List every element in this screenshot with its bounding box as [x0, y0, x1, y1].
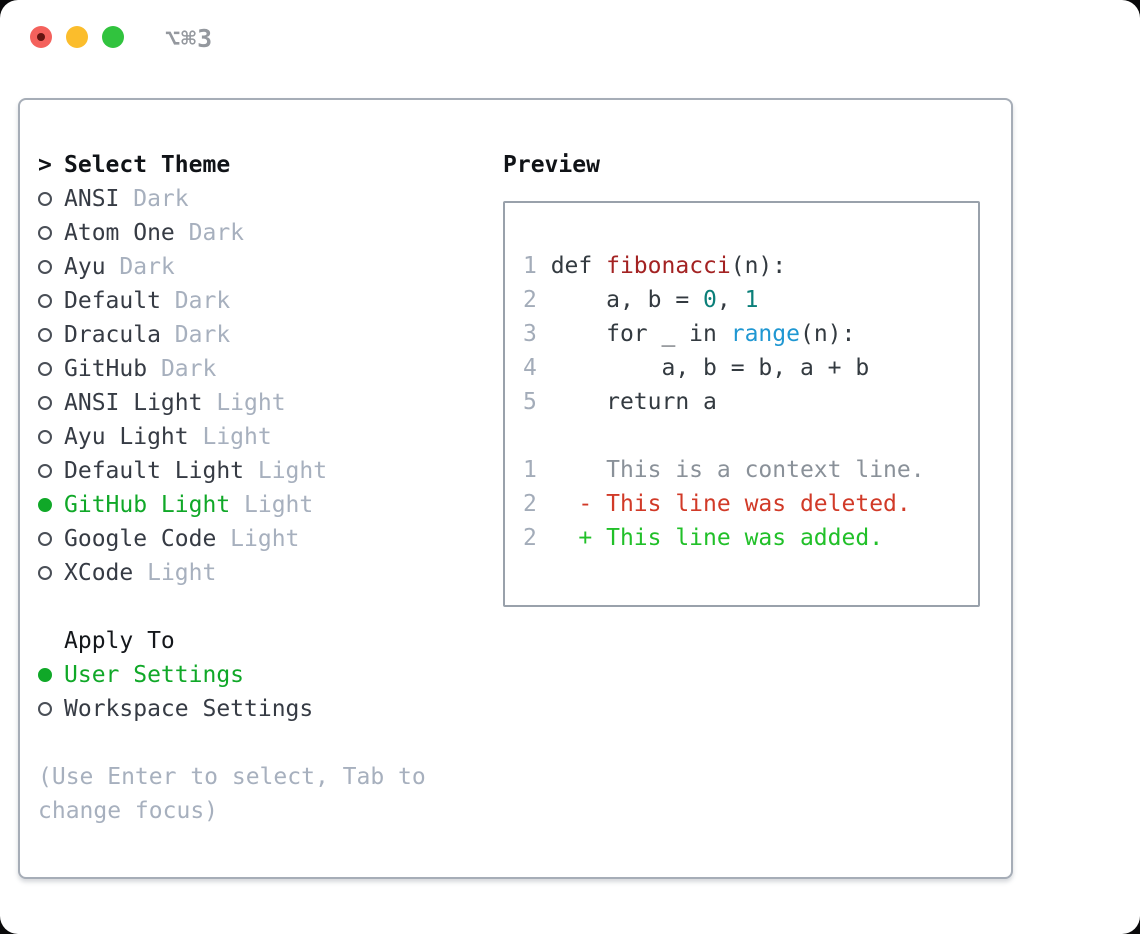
radio-icon — [38, 294, 52, 308]
theme-option-dracula-dark[interactable]: Dracula Dark — [38, 318, 1011, 352]
diff-deleted-line: 2 - This line was deleted. — [523, 491, 911, 517]
code-line: 4 a, b = b, a + b — [523, 355, 870, 381]
apply-to-header: Apply To — [38, 624, 1011, 658]
radio-icon — [38, 192, 52, 206]
apply-to-title: Apply To — [64, 628, 175, 654]
window-title: ⌥⌘3 — [165, 24, 214, 53]
diff-added-line: 2 + This line was added. — [523, 525, 884, 551]
radio-icon — [38, 226, 52, 240]
focus-prompt-icon: > — [38, 152, 52, 178]
radio-icon — [38, 464, 52, 478]
title-bar: ⌥⌘3 — [0, 0, 1140, 98]
radio-icon — [38, 702, 52, 716]
code-line: 2 a, b = 0, 1 — [523, 287, 759, 313]
radio-icon — [38, 566, 52, 580]
code-line: 5 return a — [523, 389, 717, 415]
theme-option-ansi-dark[interactable]: ANSI Dark — [38, 182, 1011, 216]
select-theme-title: Select Theme — [64, 152, 231, 178]
radio-icon — [38, 396, 52, 410]
theme-option-github-light[interactable]: GitHub Light Light — [38, 488, 1011, 522]
help-text: (Use Enter to select, Tab to change focu… — [38, 764, 426, 824]
theme-picker-panel: > Select Theme ANSI Dark Atom One Dark A… — [18, 98, 1013, 879]
radio-icon — [38, 430, 52, 444]
minimize-button[interactable] — [66, 26, 88, 48]
radio-icon — [38, 532, 52, 546]
apply-option-workspace-settings[interactable]: Workspace Settings — [38, 692, 1011, 726]
radio-selected-icon — [38, 498, 52, 512]
radio-icon — [38, 362, 52, 376]
theme-option-github-dark[interactable]: GitHub Dark — [38, 352, 1011, 386]
radio-icon — [38, 260, 52, 274]
theme-option-default-light[interactable]: Default Light Light — [38, 454, 1011, 488]
zoom-button[interactable] — [102, 26, 124, 48]
apply-option-user-settings[interactable]: User Settings — [38, 658, 1011, 692]
theme-option-ayu-dark[interactable]: Ayu Dark — [38, 250, 1011, 284]
theme-option-xcode[interactable]: XCode Light — [38, 556, 1011, 590]
radio-icon — [38, 328, 52, 342]
code-line: 1 def fibonacci(n): — [523, 253, 787, 279]
select-theme-header: > Select Theme — [38, 148, 1011, 182]
preview-title: Preview — [503, 152, 600, 178]
close-button[interactable] — [30, 26, 52, 48]
diff-context-line: 1 This is a context line. — [523, 457, 925, 483]
code-line: 3 for _ in range(n): — [523, 321, 856, 347]
theme-option-ayu-light[interactable]: Ayu Light Light — [38, 420, 1011, 454]
theme-option-atom-one-dark[interactable]: Atom One Dark — [38, 216, 1011, 250]
preview-section: Preview 1 def fibonacci(n): 2 a, b = 0, … — [503, 148, 1003, 607]
theme-option-google-code[interactable]: Google Code Light — [38, 522, 1011, 556]
theme-option-ansi-light[interactable]: ANSI Light Light — [38, 386, 1011, 420]
close-dot-icon — [37, 33, 45, 41]
code-preview-box: 1 def fibonacci(n): 2 a, b = 0, 1 3 for … — [503, 201, 980, 607]
blank-line — [523, 419, 978, 453]
radio-selected-icon — [38, 668, 52, 682]
theme-option-default-dark[interactable]: Default Dark — [38, 284, 1011, 318]
